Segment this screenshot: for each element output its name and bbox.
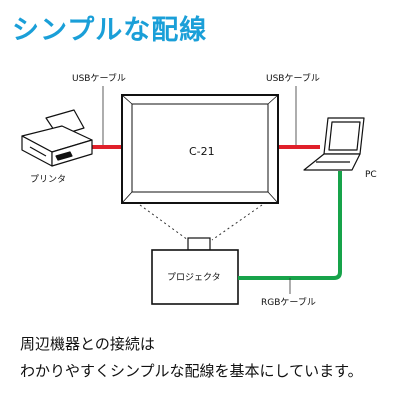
projection-line-right — [211, 204, 263, 241]
usb-cable-left-label: USBケーブル — [72, 72, 126, 84]
printer-label: プリンタ — [30, 174, 66, 185]
board-label: C-21 — [189, 145, 215, 158]
projector — [151, 237, 239, 305]
projector-label: プロジェクタ — [167, 272, 221, 283]
rgb-cable — [238, 171, 342, 280]
rgb-cable-label: RGBケーブル — [261, 296, 316, 308]
pc-laptop-icon — [303, 117, 365, 171]
pc-label: PC — [365, 170, 377, 180]
whiteboard-c21 — [121, 94, 279, 204]
page-title: シンプルな配線 — [12, 15, 208, 46]
usb-cable-right-label: USBケーブル — [266, 72, 320, 84]
printer-icon — [21, 109, 93, 167]
description-line-1: 周辺機器との接続は — [20, 335, 155, 353]
description-line-2: わかりやすくシンプルな配線を基本にしています。 — [20, 362, 363, 380]
projection-line-left — [139, 204, 189, 241]
